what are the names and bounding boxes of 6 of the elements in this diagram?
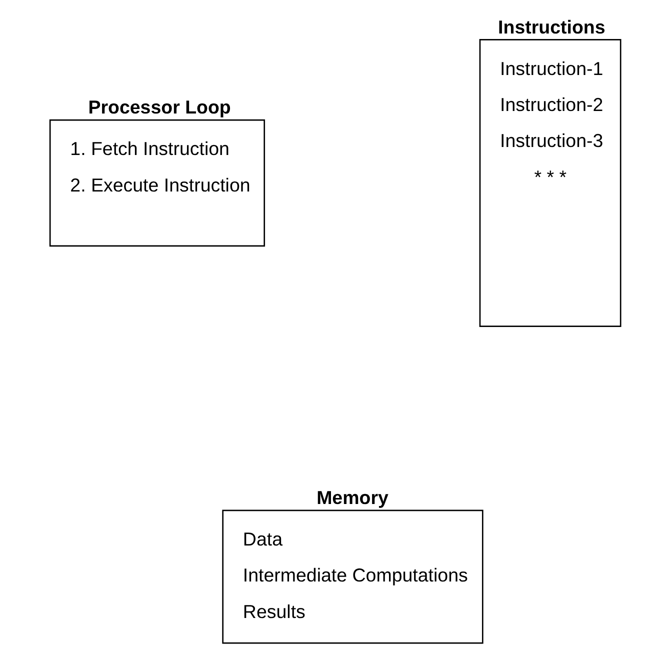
node-box: Instruction-1 Instruction-2 Instruction-3 * * * xyxy=(479,39,622,327)
node-label: Memory xyxy=(316,487,388,508)
node-label: Instructions xyxy=(498,16,606,38)
node-label: Processor Loop xyxy=(88,96,231,118)
node-box: Data Intermediate Computations Results xyxy=(222,510,484,644)
node-box: 1. Fetch Instruction 2. Execute Instruction xyxy=(49,119,266,247)
